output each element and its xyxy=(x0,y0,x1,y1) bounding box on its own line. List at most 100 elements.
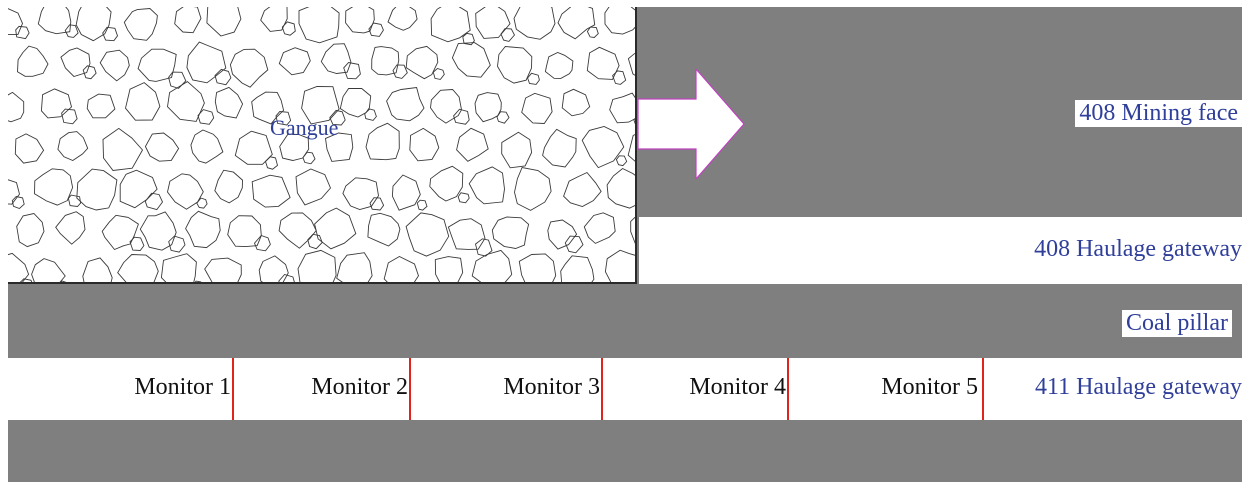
rock-fragment xyxy=(386,87,425,122)
rock-fragment xyxy=(343,62,361,80)
rock-fragment xyxy=(40,88,73,119)
rock-fragment xyxy=(8,252,30,282)
rock-fragment xyxy=(581,126,625,169)
rock-fragment xyxy=(604,249,635,282)
rock-fragment xyxy=(57,131,89,162)
rock-fragment xyxy=(214,86,244,119)
rock-fragment xyxy=(260,7,288,32)
rock-fragment xyxy=(636,277,637,284)
rock-fragment xyxy=(37,7,72,35)
rock-fragment xyxy=(101,214,139,251)
rock-fragment xyxy=(521,92,553,124)
rock-fragment xyxy=(329,109,346,126)
rock-fragment xyxy=(468,166,505,205)
monitor-4-label: Monitor 4 xyxy=(689,374,786,400)
rock-fragment xyxy=(8,179,20,205)
rock-fragment xyxy=(278,212,317,249)
rock-fragment xyxy=(416,199,428,211)
rock-fragment xyxy=(61,108,78,125)
gangue-zone: Gangue xyxy=(8,7,637,284)
rock-fragment xyxy=(298,7,340,44)
rock-fragment xyxy=(15,25,30,40)
rock-fragment xyxy=(278,47,311,76)
rock-fragment xyxy=(325,132,354,162)
rock-fragment xyxy=(430,7,471,43)
rock-fragment xyxy=(563,171,602,207)
monitor-4-divider xyxy=(787,358,789,420)
rock-fragment xyxy=(76,168,118,211)
rock-fragment xyxy=(314,207,357,250)
rock-fragment xyxy=(583,212,616,244)
rock-fragment xyxy=(34,168,74,206)
monitor-1-label: Monitor 1 xyxy=(134,374,231,400)
rock-fragment xyxy=(630,216,635,244)
monitor-5-divider xyxy=(982,358,984,420)
rock-fragment xyxy=(129,236,145,251)
rock-fragment xyxy=(185,210,221,249)
rock-fragment xyxy=(320,43,352,74)
rock-fragment xyxy=(383,255,419,282)
rock-fragment xyxy=(167,173,204,210)
rock-fragment xyxy=(561,88,591,117)
rock-fragment xyxy=(500,28,516,42)
rock-fragment xyxy=(206,7,242,37)
rock-fragment xyxy=(391,174,421,211)
rock-fragment xyxy=(117,254,159,282)
rock-fragment xyxy=(8,91,25,123)
rock-fragment xyxy=(307,233,323,250)
rock-fragment xyxy=(301,86,340,125)
rock-fragment xyxy=(542,128,577,168)
rock-fragment xyxy=(167,81,205,122)
rock-fragment xyxy=(409,127,440,162)
rock-fragment xyxy=(547,219,578,250)
rock-fragment xyxy=(453,108,470,125)
rock-fragment xyxy=(99,49,130,82)
rock-fragment xyxy=(434,256,464,282)
monitor-2-label: Monitor 2 xyxy=(311,374,408,400)
rock-fragment xyxy=(615,155,628,167)
rock-fragment xyxy=(275,111,292,126)
rock-fragment xyxy=(60,47,91,78)
rock-fragment xyxy=(160,253,197,282)
rock-fragment xyxy=(264,156,279,170)
monitor-1-divider xyxy=(232,358,234,420)
rock-fragment xyxy=(144,132,180,162)
rock-fragment xyxy=(297,249,337,282)
rock-fragment xyxy=(174,7,202,34)
rock-fragment xyxy=(168,71,187,89)
rock-fragment xyxy=(364,108,377,121)
rock-fragment xyxy=(204,257,242,282)
rock-fragment xyxy=(102,26,119,42)
monitor-5-label: Monitor 5 xyxy=(881,374,978,400)
rock-fragment xyxy=(119,169,158,209)
rock-fragment xyxy=(194,280,202,282)
rock-fragment xyxy=(214,169,243,204)
rock-fragment xyxy=(123,8,158,41)
rock-fragment xyxy=(302,151,316,165)
monitor-3-label: Monitor 3 xyxy=(503,374,600,400)
rock-fragment xyxy=(475,7,511,39)
rock-fragment xyxy=(430,89,462,124)
rock-fragment xyxy=(106,283,123,285)
rock-fragment xyxy=(55,211,86,245)
rock-fragment xyxy=(497,46,533,84)
haulage-gateway-411-label: 411 Haulage gateway xyxy=(1034,374,1242,400)
rock-fragment xyxy=(67,194,82,207)
rock-fragment xyxy=(474,92,502,123)
rock-fragment xyxy=(139,211,177,251)
rock-fragment xyxy=(336,252,373,282)
rock-fragment xyxy=(227,215,262,248)
rock-fragment xyxy=(369,197,385,211)
rock-fragment xyxy=(456,127,489,162)
rock-fragment xyxy=(627,52,635,76)
rock-fragment xyxy=(251,91,285,125)
rock-fragment xyxy=(234,130,273,165)
rock-fragment xyxy=(258,255,289,282)
haulage-gateway-411 xyxy=(8,358,1242,420)
rock-fragment xyxy=(345,7,375,34)
mining-layout-diagram: Gangue 408 Mining face 408 Haulage gatew… xyxy=(8,7,1242,482)
rock-fragment xyxy=(281,21,296,36)
rock-fragment xyxy=(471,249,513,282)
coal-pillar-label: Coal pillar xyxy=(1122,310,1232,337)
rock-fragment xyxy=(125,82,161,121)
